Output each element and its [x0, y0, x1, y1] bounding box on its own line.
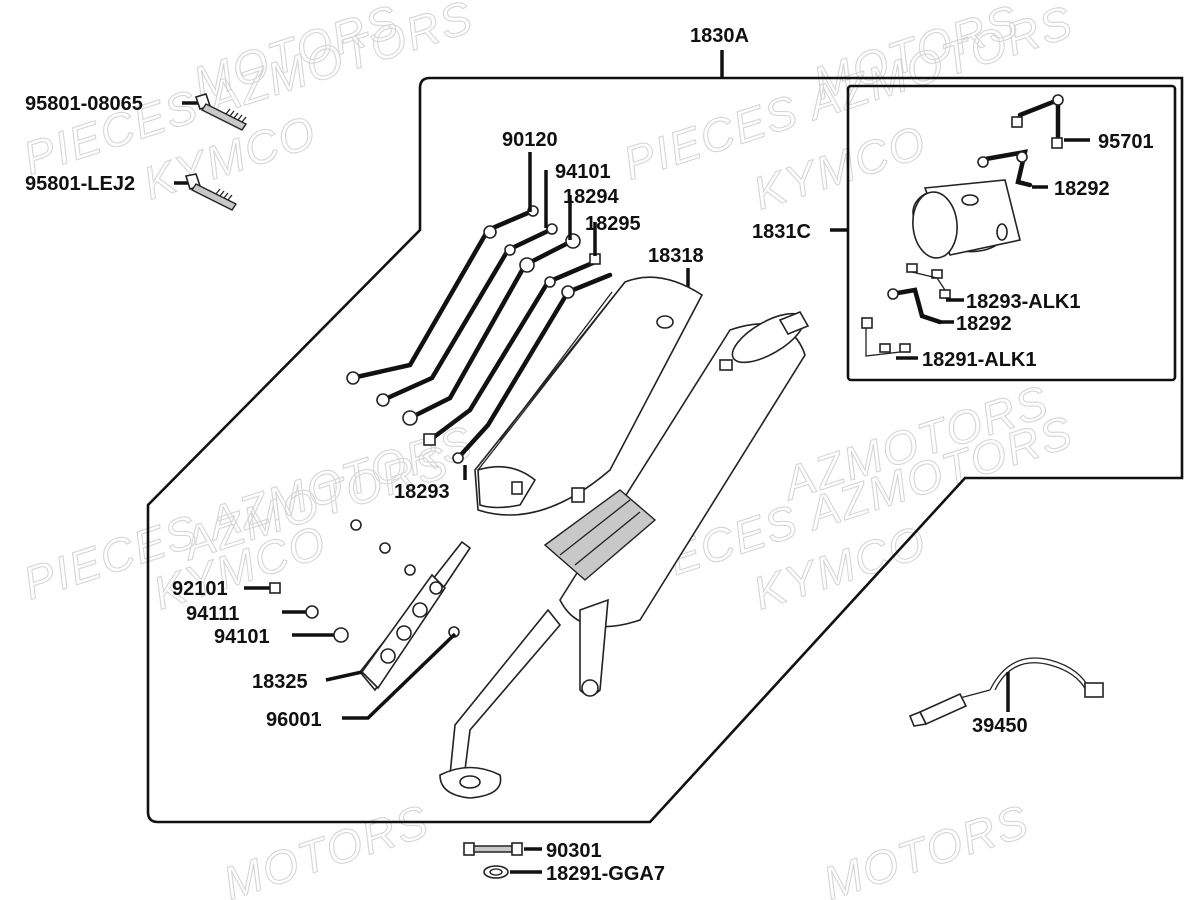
catalyst-1831c-frame: [846, 84, 1177, 382]
label-1831c: 1831C: [752, 221, 811, 243]
label-92101: 92101: [172, 578, 228, 600]
label-18291-alk1: 18291-ALK1: [922, 349, 1037, 371]
watermark-text-13: MOTORS: [217, 794, 436, 900]
assembly-1830a-frame: [146, 76, 1184, 824]
bolt-92101-icon: [244, 582, 281, 594]
stud-90301-icon: [463, 842, 542, 856]
label-18291-gga7: 18291-GGA7: [546, 863, 665, 885]
gasket-18292-top-icon: [977, 149, 1048, 189]
washer-94111-icon: [282, 605, 319, 619]
label-18292-top: 18292: [1054, 178, 1110, 200]
washer-94101-bottom-icon: [292, 627, 349, 643]
label-18294: 18294: [563, 186, 619, 208]
label-18292-bottom: 18292: [956, 313, 1012, 335]
gasket-18291-gga7-icon: [483, 865, 542, 879]
bolt-95801-lej2-icon: [174, 173, 238, 211]
label-96001: 96001: [266, 709, 322, 731]
label-94101-bottom: 94101: [214, 626, 270, 648]
label-18293: 18293: [394, 481, 450, 503]
muffler-body-icon: [543, 310, 810, 697]
label-95801-08065: 95801-08065: [25, 93, 143, 115]
catalyst-housing-icon: [912, 179, 1021, 259]
label-1830a: 1830A: [690, 25, 749, 47]
bolt-95801-08065-icon: [182, 93, 248, 131]
bolt-95701-icon: [1011, 94, 1090, 149]
label-95801-lej2: 95801-LEJ2: [25, 173, 135, 195]
leader-18325: [325, 670, 363, 682]
clip-18291-alk1-icon: [861, 317, 918, 360]
heat-shield-18318-icon: [474, 276, 704, 516]
stay-bracket-rods-icon: [346, 205, 613, 464]
exhaust-pipe-icon: [439, 608, 562, 799]
watermark-text-14: MOTORS: [817, 794, 1036, 900]
gasket-18292-bottom-icon: [887, 287, 954, 325]
label-94111: 94111: [186, 603, 239, 625]
label-18293-alk1: 18293-ALK1: [966, 291, 1081, 313]
clip-18293-alk1-icon: [906, 263, 964, 302]
label-95701: 95701: [1098, 131, 1154, 153]
part-labels: 1830A 95801-08065 95801-LEJ2 90120 94101…: [25, 25, 1154, 885]
label-94101-top: 94101: [555, 161, 611, 183]
o2-sensor-39450-icon: [908, 657, 1104, 727]
label-18318: 18318: [648, 245, 704, 267]
label-39450: 39450: [972, 715, 1028, 737]
protector-18325-icon: [350, 519, 472, 692]
leader-96001: [342, 632, 457, 720]
label-90301: 90301: [546, 840, 602, 862]
label-18325: 18325: [252, 671, 308, 693]
label-18295: 18295: [585, 213, 641, 235]
label-90120: 90120: [502, 129, 558, 151]
